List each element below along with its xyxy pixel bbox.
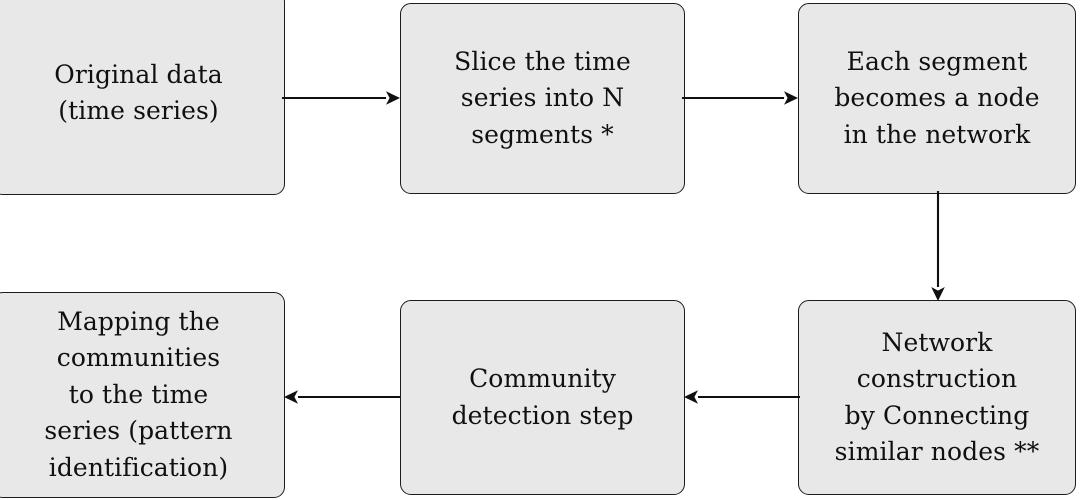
flowchart-node-mapping-communities[interactable]: Mapping the communities to the time seri… [0, 292, 285, 498]
node-line: Original data [54, 59, 223, 89]
node-line: identification) [48, 452, 229, 482]
node-line: detection step [451, 400, 634, 430]
node-line: communities [56, 343, 221, 373]
node-line: segments * [471, 119, 614, 149]
node-line: series into N [460, 83, 625, 113]
flowchart-node-community-detection[interactable]: Community detection step [400, 300, 685, 495]
arrow-slice-series-to-segment-node [682, 84, 800, 112]
node-line: by Connecting [844, 400, 1030, 430]
flowchart-node-segment-becomes-node[interactable]: Each segment becomes a node in the netwo… [798, 3, 1076, 194]
node-line: series (pattern [44, 416, 233, 446]
node-line: Community [469, 364, 616, 393]
flowchart-node-slice-series[interactable]: Slice the time series into N segments * [400, 3, 685, 194]
arrow-network-construction-to-community-detection [682, 383, 802, 411]
node-line: to the time [68, 379, 209, 409]
node-line: Mapping the [57, 306, 220, 336]
flowchart-node-network-construction[interactable]: Network construction by Connecting simil… [798, 300, 1076, 495]
node-line: similar nodes ** [834, 437, 1040, 466]
node-line: Each segment [846, 46, 1028, 76]
node-line: in the network [843, 119, 1031, 149]
node-line: Network [881, 327, 993, 357]
arrow-community-detection-to-mapping-communities [282, 383, 402, 411]
flowchart-node-original-data[interactable]: Original data (time series) [0, 0, 285, 195]
node-line: (time series) [58, 96, 219, 125]
node-line: construction [856, 364, 1018, 393]
arrow-original-data-to-slice-series [282, 84, 402, 112]
arrow-segment-node-to-network-construction [924, 191, 952, 303]
node-line: Slice the time [454, 46, 631, 76]
node-line: becomes a node [834, 83, 1040, 113]
